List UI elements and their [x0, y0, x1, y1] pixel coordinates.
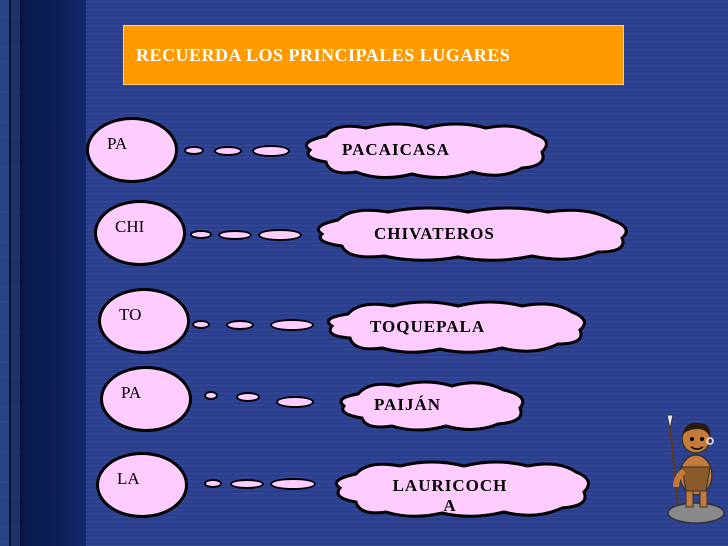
connector-dash	[190, 230, 212, 239]
connector-dash	[226, 320, 254, 330]
abbr-label-4: PA	[121, 383, 141, 402]
place-cloud-3: TOQUEPALA	[318, 296, 590, 356]
connector-dash	[252, 145, 290, 157]
connector-dash	[270, 478, 316, 490]
abbr-label-3: TO	[119, 305, 141, 324]
connector-dash	[236, 392, 260, 402]
abbr-oval-2: CHI	[94, 200, 186, 266]
connector-dash	[204, 391, 218, 400]
place-label-4: PAIJÁN	[374, 395, 441, 415]
abbr-label-5: LA	[117, 469, 140, 488]
abbr-oval-4: PA	[100, 366, 192, 432]
place-cloud-2: CHIVATEROS	[308, 202, 632, 264]
place-cloud-5: LAURICOCH A	[326, 456, 592, 520]
connector-dash	[258, 229, 302, 241]
connector-dash	[270, 319, 314, 331]
connector-dash	[204, 479, 222, 488]
place-label-3: TOQUEPALA	[370, 317, 485, 337]
title-box: RECUERDA LOS PRINCIPALES LUGARES	[123, 25, 624, 85]
place-label-1: PACAICASA	[342, 140, 450, 160]
place-label-2: CHIVATEROS	[374, 224, 495, 244]
place-label-5: LAURICOCH A	[370, 476, 530, 516]
place-cloud-4: PAIJÁN	[332, 376, 532, 434]
title-text: RECUERDA LOS PRINCIPALES LUGARES	[136, 45, 510, 66]
caveman-illustration	[656, 405, 728, 530]
connector-dash	[218, 230, 252, 240]
abbr-label-1: PA	[107, 134, 127, 153]
abbr-oval-3: TO	[98, 288, 190, 354]
connector-dash	[192, 320, 210, 329]
connector-dash	[214, 146, 242, 156]
abbr-oval-5: LA	[96, 452, 188, 518]
side-decoration	[0, 0, 22, 546]
connector-dash	[276, 396, 314, 408]
abbr-oval-1: PA	[86, 117, 178, 183]
side-gradient	[22, 0, 86, 546]
connector-dash	[184, 146, 204, 155]
connector-dash	[230, 479, 264, 489]
abbr-label-2: CHI	[115, 217, 144, 236]
place-cloud-1: PACAICASA	[296, 118, 552, 182]
